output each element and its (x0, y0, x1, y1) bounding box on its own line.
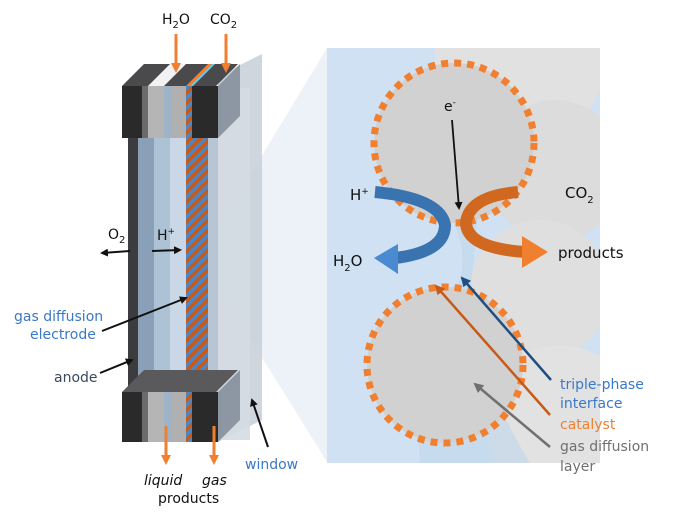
co2-label-zoom: CO2 (565, 184, 594, 206)
top-block-front-left (122, 86, 142, 138)
gde-label-line2: electrode (30, 327, 96, 343)
bottom-block-front-mid1 (142, 392, 148, 442)
bottom-block-front-left (122, 392, 142, 442)
top-block-side (218, 64, 240, 138)
column-side (128, 100, 138, 410)
top-block-front-mid1 (142, 86, 148, 138)
zoom-projection (200, 48, 327, 462)
catalyst-pointer (434, 284, 551, 416)
o2-label: O2 (108, 227, 125, 246)
catholyte-channel (170, 110, 186, 400)
top-block-front-mid4 (172, 86, 186, 138)
gde-pointer (101, 296, 188, 332)
bottom-block-front-mid2 (148, 392, 164, 442)
window-label: window (245, 457, 298, 473)
anolyte-channel (154, 110, 170, 400)
bottom-block-side (218, 370, 240, 442)
bottom-block-front-mid3 (164, 392, 172, 442)
proton-to-water-arrow (374, 186, 452, 264)
anode-pointer (99, 358, 134, 374)
top-block-front-gde (186, 86, 192, 138)
top-block-front-right (192, 86, 218, 138)
catalyst-label: catalyst (560, 417, 616, 433)
water-label-zoom: H2O (333, 252, 362, 274)
co2-label: CO2 (210, 12, 237, 31)
electron-label: e- (444, 98, 456, 115)
gdl-pointer (473, 382, 551, 448)
electrolyzer-cell (99, 34, 269, 465)
proton-label-zoom: H+ (350, 186, 369, 204)
gde-label-line1: gas diffusion (14, 309, 103, 325)
top-gde-edge (186, 64, 212, 86)
products-label-zoom: products (558, 244, 624, 262)
co2-to-products-arrow (459, 186, 526, 258)
tpi-label-line2: interface (560, 396, 622, 412)
proton-label-cell: H+ (157, 227, 175, 244)
gdl-right-fill (600, 48, 687, 463)
zoom-panel (327, 48, 687, 463)
membrane-layer (138, 110, 154, 400)
tpi-pointer (460, 276, 552, 381)
bottom-block-top (122, 370, 238, 392)
top-block-front-mid2 (148, 86, 164, 138)
products-label-cell: products (158, 491, 219, 507)
bottom-block-front-mid4 (172, 392, 186, 442)
anode-label: anode (54, 370, 98, 386)
gas-channel (208, 110, 218, 400)
liquid-label: liquid (144, 473, 182, 489)
water-arrowhead (374, 244, 398, 274)
window-pointer (250, 398, 269, 448)
gas-diffusion-electrode-layer (186, 110, 208, 400)
catalyst-particle-lower (363, 283, 527, 447)
gas-label: gas (202, 473, 227, 489)
bottom-block-front-gde (186, 392, 192, 442)
top-gde-edge-blue (190, 64, 215, 86)
top-block-front-mid3 (164, 86, 172, 138)
gdl-particle (485, 345, 635, 463)
tpi-label-line1: triple-phase (560, 377, 644, 393)
electron-arrow (451, 119, 463, 210)
proton-arrow (151, 246, 182, 255)
products-arrowhead (522, 236, 548, 268)
o2-arrow (100, 248, 131, 257)
water-label: H2O (162, 12, 190, 31)
gdl-label-line2: layer (560, 459, 595, 475)
gdl-label-line1: gas diffusion (560, 439, 649, 455)
